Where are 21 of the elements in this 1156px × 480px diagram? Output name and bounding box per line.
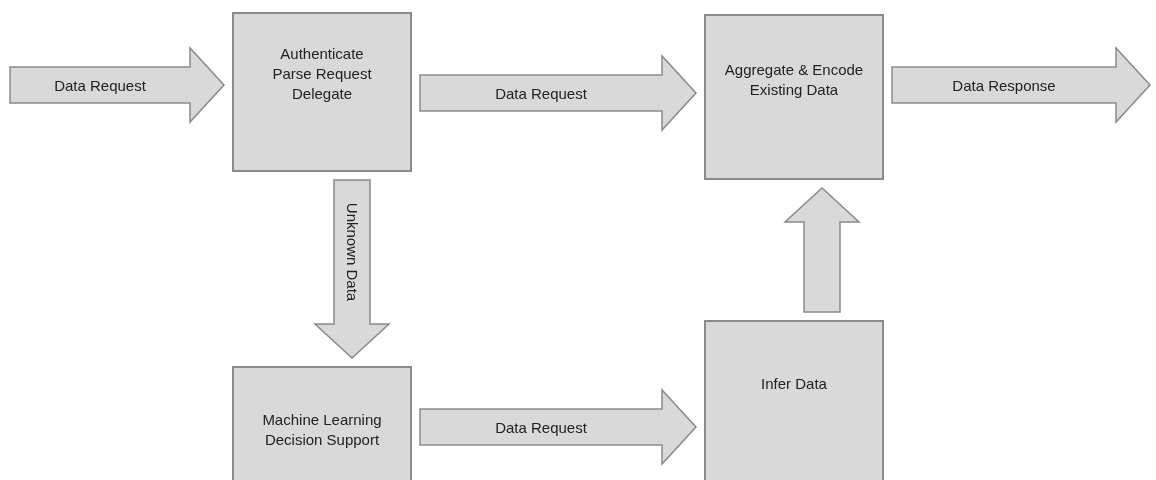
box-label: Aggregate & Encode Existing Data bbox=[723, 60, 865, 100]
process-box bbox=[704, 320, 884, 480]
block-arrow bbox=[891, 46, 1151, 124]
process-box bbox=[704, 14, 884, 180]
edge-label: Data Request bbox=[495, 418, 587, 436]
box-label: Delegate bbox=[291, 84, 352, 104]
block-arrow bbox=[9, 46, 225, 124]
box-label: Infer Data bbox=[761, 374, 827, 394]
block-arrow bbox=[313, 179, 391, 359]
edge-label: Unknown Data bbox=[343, 202, 361, 302]
box-label: Authenticate bbox=[280, 44, 364, 64]
block-arrow bbox=[419, 54, 697, 132]
block-arrow bbox=[419, 388, 697, 466]
edge-label: Data Request bbox=[54, 76, 146, 94]
box-label: Machine Learning Decision Support bbox=[261, 410, 383, 450]
edge-label: Data Request bbox=[495, 84, 587, 102]
process-box bbox=[232, 366, 412, 480]
box-label: Parse Request bbox=[272, 64, 372, 84]
block-arrow bbox=[783, 187, 861, 313]
edge-label: Data Response bbox=[952, 76, 1056, 94]
process-box bbox=[232, 12, 412, 172]
